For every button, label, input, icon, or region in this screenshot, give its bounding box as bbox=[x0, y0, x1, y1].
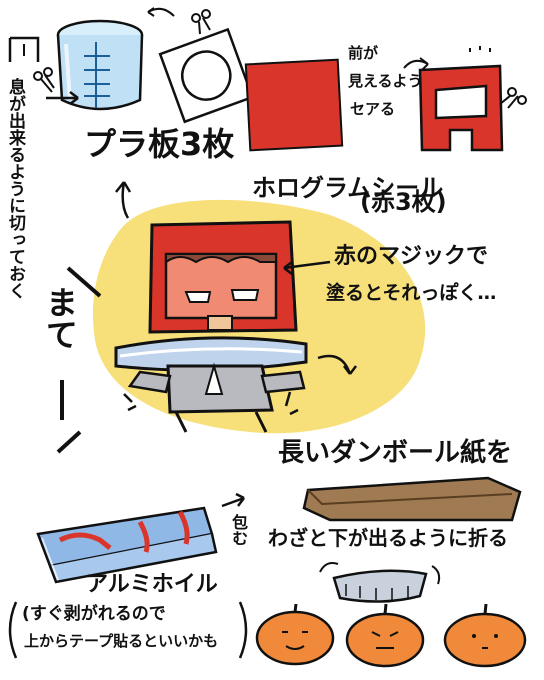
breath-note: 息が出来るように切っておく bbox=[5, 78, 25, 299]
motion-marks bbox=[123, 391, 299, 416]
folded-ring bbox=[332, 569, 428, 603]
foil-roll bbox=[36, 506, 218, 584]
hologram-seal-square bbox=[244, 58, 344, 152]
long-cardboard-label: 長いダンボール紙を bbox=[278, 438, 513, 468]
magic-label-2: 塗るとそれっぽく… bbox=[326, 282, 497, 304]
dash-marks bbox=[56, 266, 102, 454]
hologram-seal-label: ホログラムシール bbox=[252, 174, 444, 202]
magic-label-1: 赤のマジックで bbox=[334, 244, 489, 269]
cut-tab-icon bbox=[8, 36, 40, 62]
plastic-cylinder bbox=[56, 19, 144, 111]
pumpkin-3 bbox=[443, 603, 527, 668]
foil-label: アルミホイル bbox=[86, 572, 218, 597]
character bbox=[114, 220, 308, 433]
arrow-to-face bbox=[283, 260, 331, 270]
foil-note-label-1: (すぐ剥がれるので bbox=[22, 604, 166, 624]
plastic-disc-sheet bbox=[158, 27, 255, 124]
scissors-icon-top bbox=[191, 9, 211, 35]
front-visible-label-2: 見えるよう bbox=[348, 72, 423, 90]
front-visible-label-3: セアる bbox=[350, 100, 396, 118]
wrap-label: 包む bbox=[229, 514, 248, 546]
scissors-icon-left bbox=[33, 67, 55, 93]
note-parens bbox=[8, 601, 248, 659]
plastic-boards-label: プラ板3枚 bbox=[84, 125, 235, 163]
scissors-icon-right bbox=[499, 87, 527, 109]
front-visible-label-1: 前が bbox=[348, 44, 379, 62]
pumpkin-2 bbox=[345, 603, 425, 668]
mate-label: まて bbox=[41, 286, 79, 350]
arrow-wrap bbox=[221, 496, 245, 508]
foil-note-label-2: 上からテープ貼るといいかも bbox=[24, 632, 219, 650]
face-window bbox=[164, 252, 278, 320]
hologram-frame bbox=[418, 64, 504, 152]
arrow-up bbox=[121, 181, 130, 219]
fold-note-label: わざと下が出るように折る bbox=[268, 526, 508, 550]
hologram-count-label: (赤3枚) bbox=[360, 188, 447, 216]
pumpkin-1 bbox=[255, 603, 335, 666]
plastic-ring bbox=[114, 336, 308, 372]
